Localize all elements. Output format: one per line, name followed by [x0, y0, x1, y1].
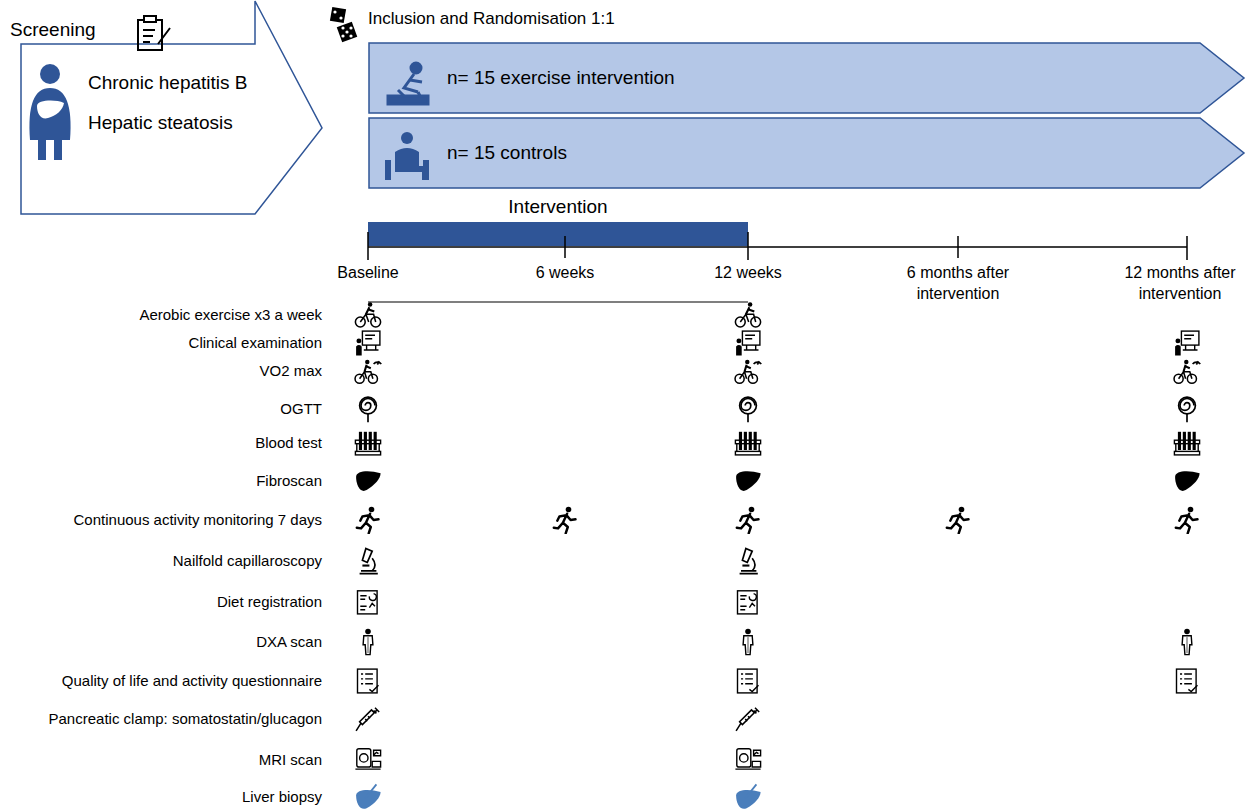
- timepoint-label: 6 months after intervention: [883, 263, 1033, 305]
- sitting-person-icon: [385, 132, 429, 180]
- assessment-label: Diet registration: [217, 592, 322, 612]
- run-icon: [947, 507, 969, 534]
- liver-icon: [356, 471, 381, 491]
- mri-icon: [355, 749, 380, 769]
- assessment-label: Clinical examination: [189, 333, 322, 353]
- vo2-icon: [735, 360, 761, 384]
- clin-icon: [356, 331, 380, 356]
- intervention-fill: [368, 222, 748, 246]
- exercise-span-line: [368, 301, 748, 302]
- node-text: n= 15 controls: [447, 142, 567, 164]
- run-icon: [554, 507, 576, 534]
- assessment-label: Fibroscan: [256, 471, 322, 491]
- syr-icon: [736, 708, 759, 731]
- syr-icon: [356, 708, 379, 731]
- vo2-icon: [1174, 360, 1200, 384]
- intervention-bar: Intervention: [368, 196, 748, 248]
- qol-icon: [358, 669, 379, 693]
- run-icon: [737, 507, 759, 534]
- timeline: [368, 232, 1187, 260]
- bike-icon: [735, 302, 760, 327]
- micro-icon: [360, 548, 378, 573]
- group-band: n= 15 exercise intervention: [368, 42, 1246, 114]
- assessment-label: DXA scan: [256, 632, 322, 652]
- group-band: n= 15 controls: [368, 117, 1246, 189]
- run-icon: [357, 507, 379, 534]
- assessment-label: Liver biopsy: [242, 787, 322, 807]
- diet-icon: [358, 591, 378, 614]
- ogtt-icon: [360, 397, 377, 422]
- timepoint-label: 6 weeks: [505, 263, 625, 284]
- diet-icon: [738, 591, 758, 614]
- bike-icon: [355, 302, 380, 327]
- dice-icon: [330, 7, 357, 42]
- band-arrow-outline: [369, 118, 1244, 188]
- ogtt-icon: [740, 397, 757, 422]
- stage-label: Screening: [10, 18, 96, 43]
- node-text: Intervention: [508, 196, 607, 218]
- liver-icon: [736, 471, 761, 491]
- liver-icon: [1175, 471, 1200, 491]
- dxa-icon: [363, 629, 373, 655]
- assessment-label: VO2 max: [259, 361, 322, 381]
- assessment-label: Nailfold capillaroscopy: [173, 551, 322, 571]
- blood-icon: [355, 432, 380, 455]
- blood-icon: [735, 432, 760, 455]
- mri-icon: [735, 749, 760, 769]
- assessment-label: OGTT: [280, 399, 322, 419]
- cyclist-icon: [388, 63, 428, 104]
- biop-icon: [356, 784, 381, 808]
- micro-icon: [740, 548, 758, 573]
- assessment-label: Quality of life and activity questionnai…: [62, 671, 322, 691]
- run-icon: [1176, 507, 1198, 534]
- node-text: Chronic hepatitis B: [88, 72, 247, 94]
- person-icon: [29, 64, 70, 160]
- band-arrow-outline: [369, 43, 1244, 113]
- qol-icon: [1177, 669, 1198, 693]
- stage-label: Inclusion and Randomisation 1:1: [368, 8, 615, 30]
- assessment-label: Blood test: [255, 433, 322, 453]
- node-text: n= 15 exercise intervention: [447, 67, 675, 89]
- clin-icon: [736, 331, 760, 356]
- ogtt-icon: [1179, 397, 1196, 422]
- assessment-label: Pancreatic clamp: somatostatin/glucagon: [49, 709, 322, 729]
- node-text: Hepatic steatosis: [88, 112, 233, 134]
- dxa-icon: [1182, 629, 1192, 655]
- timepoint-label: 12 months after intervention: [1115, 263, 1245, 305]
- vo2-icon: [355, 360, 381, 384]
- blood-icon: [1174, 432, 1199, 455]
- timepoint-label: 12 weeks: [688, 263, 808, 284]
- dxa-icon: [743, 629, 753, 655]
- biop-icon: [736, 784, 761, 808]
- qol-icon: [738, 669, 759, 693]
- assessment-label: MRI scan: [259, 750, 322, 770]
- clipboard-icon: [138, 16, 170, 50]
- assessment-label: Continuous activity monitoring 7 days: [74, 510, 322, 530]
- assessment-label: Aerobic exercise x3 a week: [139, 305, 322, 325]
- timepoint-label: Baseline: [308, 263, 428, 284]
- clin-icon: [1175, 331, 1199, 356]
